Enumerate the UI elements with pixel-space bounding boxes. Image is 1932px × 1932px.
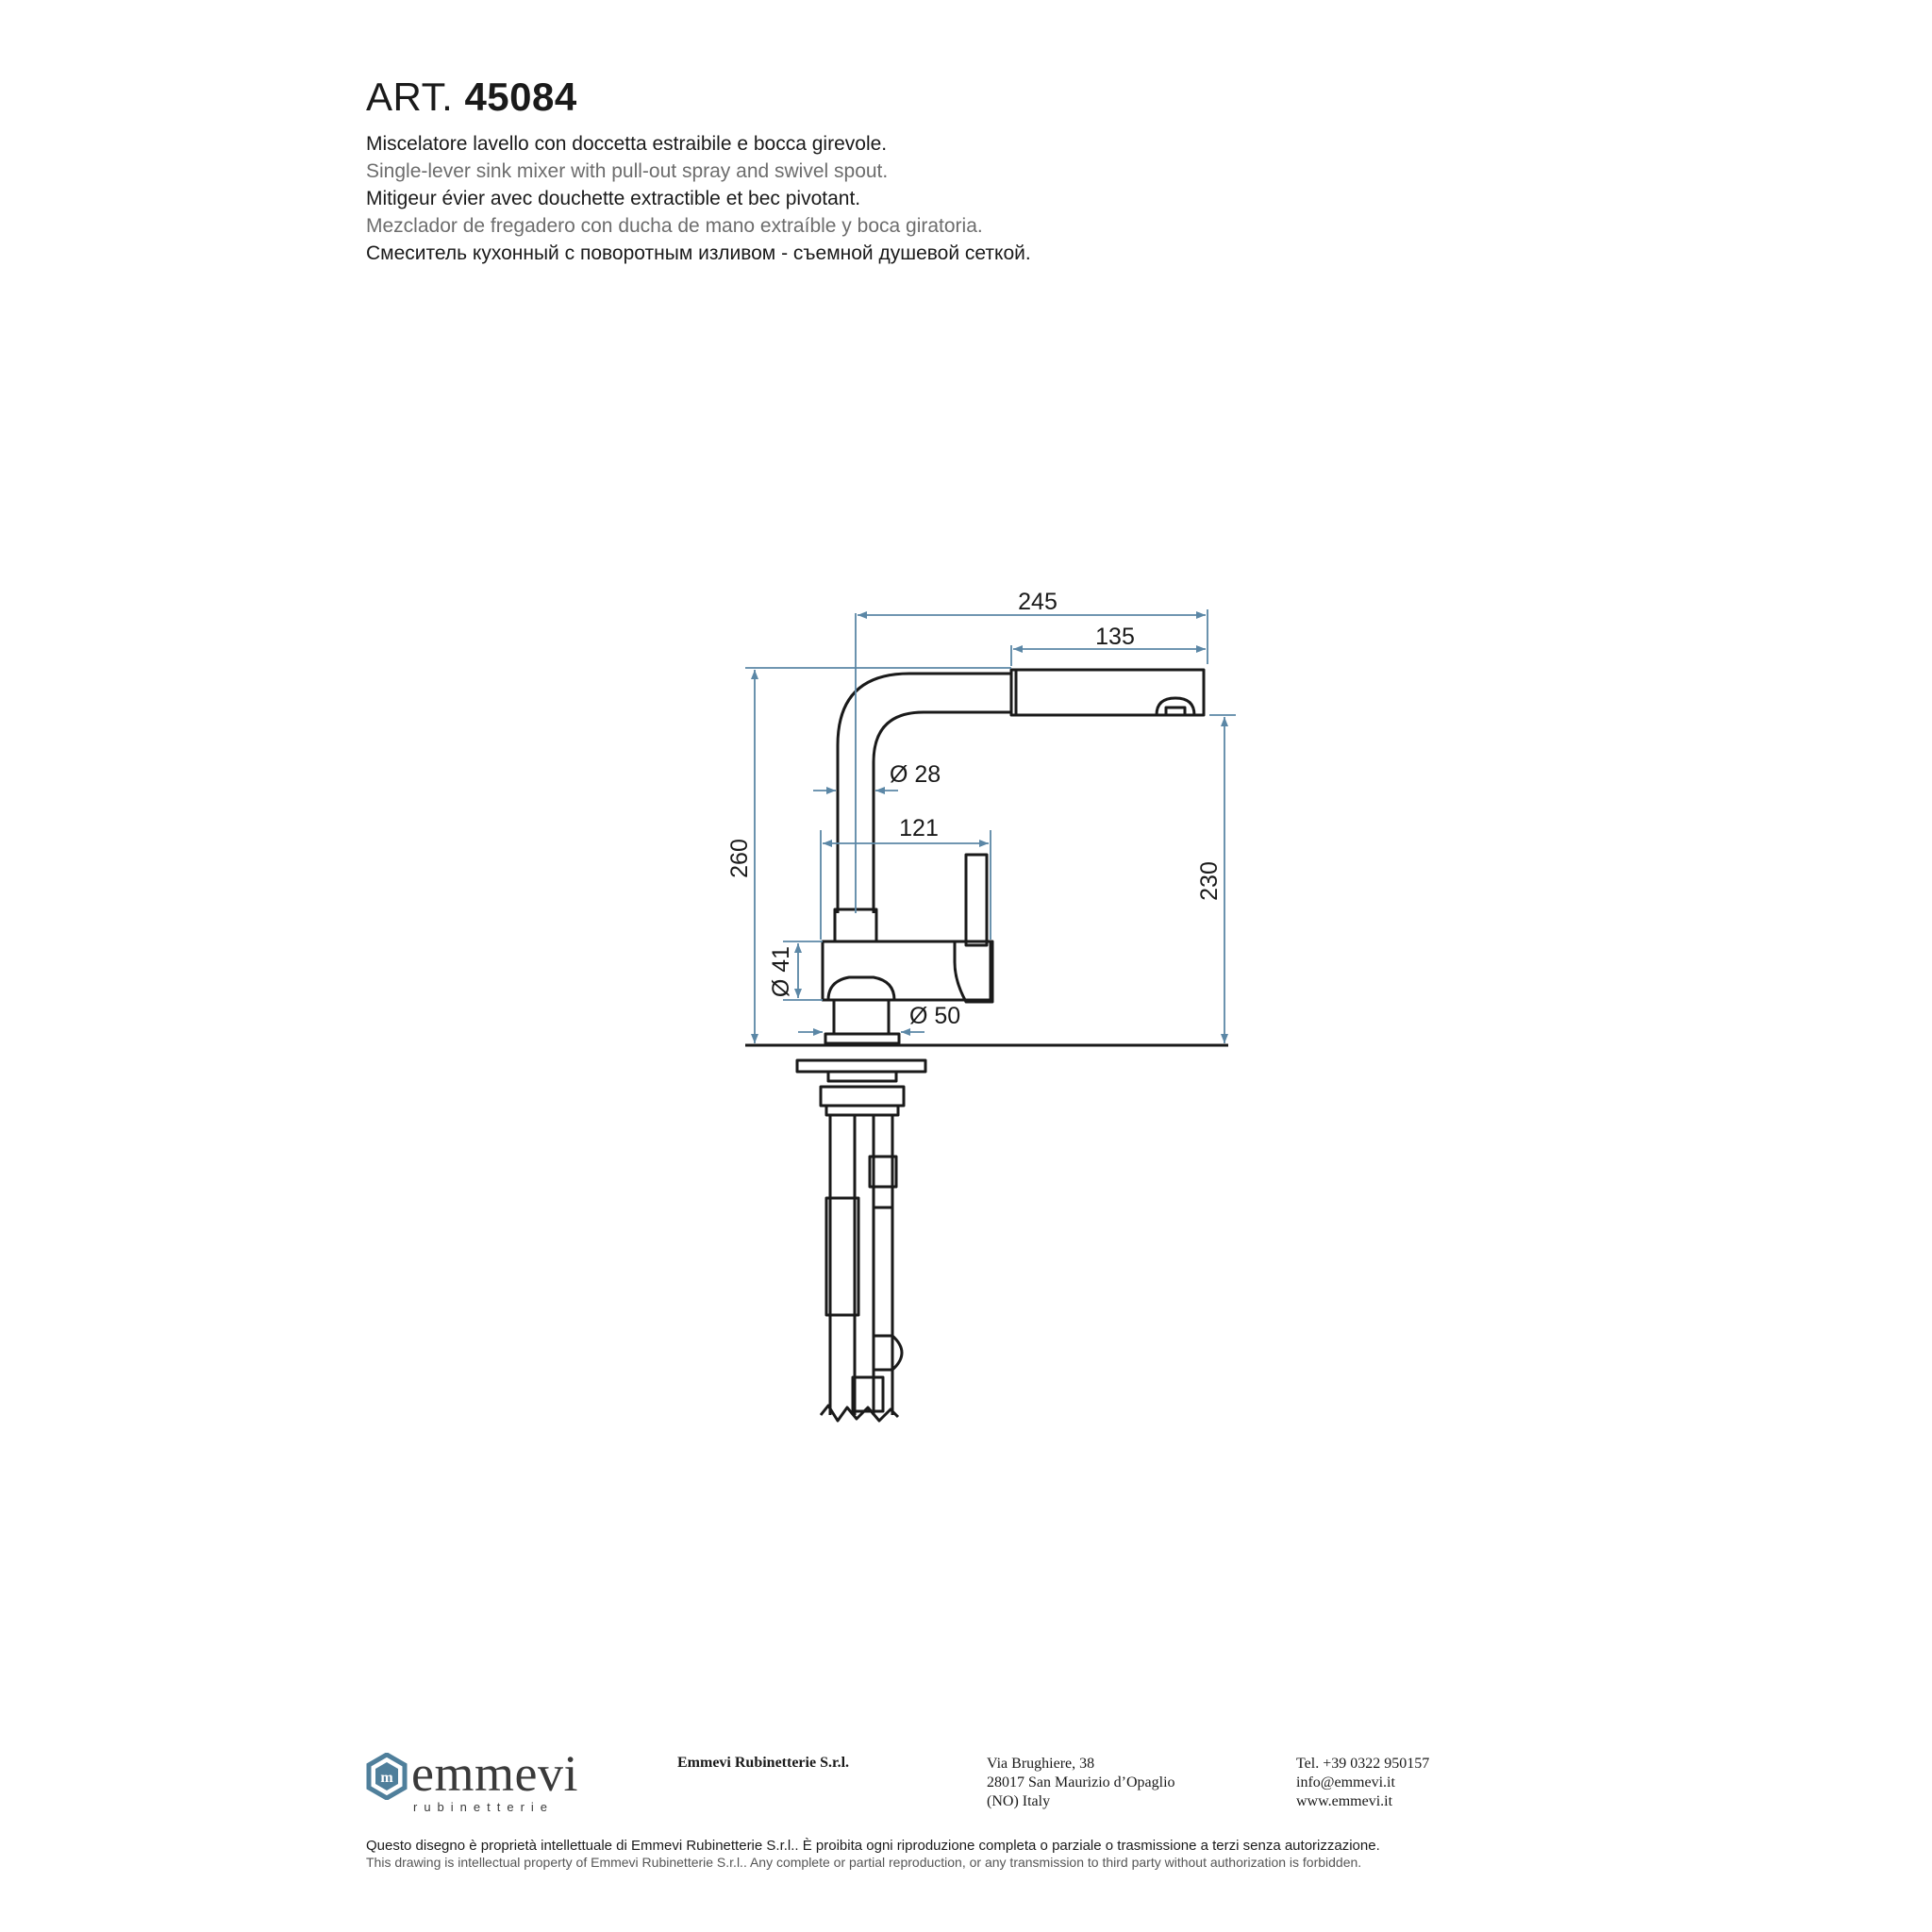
company-logo: m emmevi rubinetterie bbox=[366, 1747, 602, 1814]
dim-label-230: 230 bbox=[1196, 861, 1223, 901]
dim-label-50: Ø 50 bbox=[909, 1003, 960, 1029]
dim-label-245: 245 bbox=[1018, 589, 1058, 615]
logo-mark-letter: m bbox=[380, 1770, 393, 1786]
dim-label-41: Ø 41 bbox=[768, 946, 794, 997]
logo-wordmark: emmevi bbox=[411, 1745, 578, 1802]
mixer-lever bbox=[964, 853, 989, 947]
base-dome bbox=[826, 975, 896, 1001]
faucet-outline bbox=[745, 668, 1228, 1423]
contact-phone: Tel. +39 0322 950157 bbox=[1296, 1756, 1430, 1772]
spout-pipe bbox=[836, 672, 1011, 913]
break-line bbox=[819, 1404, 900, 1423]
dim-label-260: 260 bbox=[726, 839, 753, 878]
company-address: Via Brughiere, 38 28017 San Maurizio d’O… bbox=[987, 1755, 1175, 1811]
legal-notice-en: This drawing is intellectual property of… bbox=[366, 1855, 1362, 1870]
dimension-lines bbox=[745, 609, 1236, 1043]
description-es: Mezclador de fregadero con ducha de mano… bbox=[366, 215, 983, 237]
hose-crimp bbox=[824, 1196, 860, 1317]
description-en: Single-lever sink mixer with pull-out sp… bbox=[366, 160, 889, 182]
company-name: Emmevi Rubinetterie S.r.l. bbox=[677, 1755, 850, 1771]
dim-label-28: Ø 28 bbox=[890, 761, 941, 788]
mixer-body bbox=[821, 940, 992, 1002]
dim-label-135: 135 bbox=[1095, 624, 1135, 650]
spray-head bbox=[1009, 668, 1206, 717]
hexagon-logo-icon: m bbox=[366, 1753, 408, 1800]
legal-notice: Questo disegno è proprietà intellettuale… bbox=[366, 1838, 1913, 1871]
lever-cap bbox=[953, 940, 994, 1004]
spout-collar bbox=[833, 908, 878, 943]
article-number: 45084 bbox=[464, 75, 577, 119]
description-it: Miscelatore lavello con doccetta estraib… bbox=[366, 133, 888, 155]
address-line: 28017 San Maurizio d’Opaglio bbox=[987, 1774, 1175, 1790]
contact-email[interactable]: info@emmevi.it bbox=[1296, 1774, 1395, 1790]
logo-subtitle: rubinetterie bbox=[413, 1800, 555, 1814]
article-title: ART. 45084 bbox=[366, 74, 1687, 121]
fixing-plate bbox=[795, 1058, 927, 1074]
base-plate bbox=[824, 1032, 901, 1045]
company-contact: Tel. +39 0322 950157 info@emmevi.it www.… bbox=[1296, 1755, 1429, 1811]
description-ru: Смеситель кухонный с поворотным изливом … bbox=[366, 242, 1031, 264]
legal-notice-it: Questo disegno è proprietà intellettuale… bbox=[366, 1838, 1380, 1854]
address-line: (NO) Italy bbox=[987, 1793, 1051, 1809]
dim-label-121: 121 bbox=[899, 815, 939, 841]
description-fr: Mitigeur évier avec douchette extractibl… bbox=[366, 188, 861, 209]
fixing-nut bbox=[819, 1085, 906, 1108]
header: ART. 45084 Miscelatore lavello con docce… bbox=[366, 74, 1687, 267]
article-prefix: ART. bbox=[366, 75, 454, 119]
address-line: Via Brughiere, 38 bbox=[987, 1756, 1095, 1772]
spray-nozzle bbox=[1155, 696, 1196, 716]
contact-website[interactable]: www.emmevi.it bbox=[1296, 1793, 1393, 1809]
spout-pipe-inner bbox=[872, 710, 1011, 913]
check-valve bbox=[872, 1334, 894, 1372]
